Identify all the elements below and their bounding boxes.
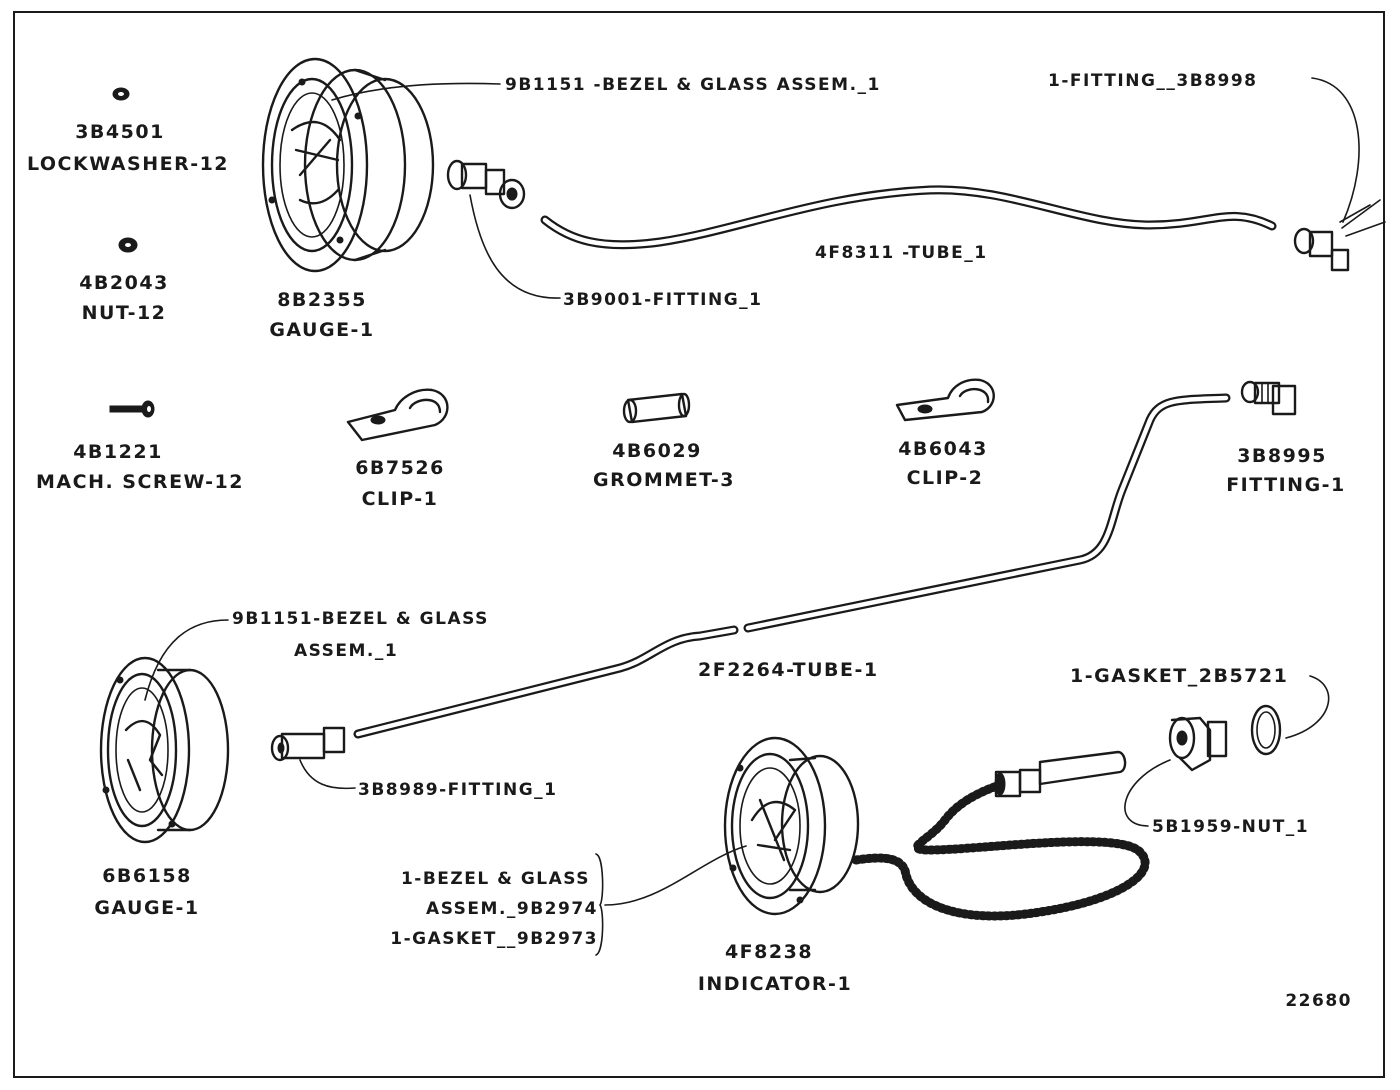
fitting-3b8989-drawing <box>270 726 346 762</box>
gauge-bottom-part-name: GAUGE-1 <box>94 897 199 919</box>
gauge-top-part-name: GAUGE-1 <box>269 319 374 341</box>
clip-6b7526-drawing <box>346 388 449 442</box>
mach-screw-part-number: 4B1221 <box>73 441 163 463</box>
fitting-3b8998-callout: 1-FITTING__3B8998 <box>1048 71 1258 91</box>
grommet-4b6029-part-number: 4B6029 <box>612 440 702 462</box>
bezel-bottom-callout-line1: 9B1151-BEZEL & GLASS <box>232 609 489 629</box>
indicator-bezel-leader <box>604 845 747 906</box>
clip-6b7526-part-name: CLIP-1 <box>362 488 439 510</box>
tube-4f8311-callout: 4F8311 -TUBE_1 <box>815 243 988 263</box>
nut-5b1959-callout: 5B1959-NUT_1 <box>1152 817 1309 837</box>
gasket-2b5721-leader <box>1285 675 1330 739</box>
indicator-bezel-callout-line1: 1-BEZEL & GLASS <box>401 869 590 889</box>
bezel-top-callout: 9B1151 -BEZEL & GLASS ASSEM._1 <box>505 75 881 95</box>
bezel-bottom-leader <box>144 619 229 701</box>
fitting-3b8995-part-number: 3B8995 <box>1237 445 1327 467</box>
grommet-4b6029-drawing <box>622 392 691 424</box>
gauge-top-drawing <box>261 57 435 273</box>
fitting-3b8989-leader <box>299 759 356 790</box>
fitting-3b9001-callout: 3B9001-FITTING_1 <box>563 290 763 310</box>
gauge-bottom-drawing <box>99 656 230 844</box>
fitting-3b8995-part-name: FITTING-1 <box>1226 474 1346 496</box>
indicator-gasket-callout: 1-GASKET__9B2973 <box>390 929 598 949</box>
gasket-2b5721-drawing <box>1250 704 1282 756</box>
mach-screw-drawing <box>109 400 155 418</box>
clip-4b6043-part-number: 4B6043 <box>898 438 988 460</box>
tube-4f8311-drawing <box>540 185 1277 250</box>
fitting-3b8998-leader <box>1311 77 1360 223</box>
fitting-3b9001-leader <box>469 194 561 299</box>
nut-drawing <box>118 237 138 253</box>
indicator-brace <box>595 853 604 956</box>
fitting-3b8989-callout: 3B8989-FITTING_1 <box>358 780 558 800</box>
gauge-top-part-number: 8B2355 <box>277 289 367 311</box>
clip-4b6043-part-name: CLIP-2 <box>907 467 984 489</box>
tube-2f2264-callout: 2F2264-TUBE-1 <box>698 659 879 681</box>
gasket-2b5721-callout: 1-GASKET_2B5721 <box>1070 665 1288 687</box>
nut-part-name: NUT-12 <box>82 302 167 324</box>
indicator-bezel-callout-line2: ASSEM._9B2974 <box>426 899 598 919</box>
lockwasher-drawing <box>112 87 130 101</box>
diagram-border <box>13 11 1385 1078</box>
mach-screw-part-name: MACH. SCREW-12 <box>36 471 244 493</box>
indicator-part-number: 4F8238 <box>725 941 813 963</box>
lockwasher-part-name: LOCKWASHER-12 <box>27 153 229 175</box>
indicator-4f8238-drawing <box>723 736 860 916</box>
clip-6b7526-part-number: 6B7526 <box>355 457 445 479</box>
nut-5b1959-leader <box>1124 759 1171 827</box>
lockwasher-part-number: 3B4501 <box>75 121 165 143</box>
nut-5b1959-drawing <box>1168 716 1228 772</box>
tube-2f2264-drawing <box>353 393 1231 739</box>
indicator-part-name: INDICATOR-1 <box>698 973 852 995</box>
drawing-number: 22680 <box>1285 991 1352 1011</box>
grommet-4b6029-part-name: GROMMET-3 <box>593 469 735 491</box>
fitting-3b9001-drawing <box>446 159 526 210</box>
gauge-bottom-part-number: 6B6158 <box>102 865 192 887</box>
bezel-top-leader <box>331 82 501 101</box>
nut-part-number: 4B2043 <box>79 272 169 294</box>
fitting-3b8998-drawing <box>1293 199 1386 272</box>
indicator-cable-drawing <box>851 750 1150 921</box>
bezel-bottom-callout-line2: ASSEM._1 <box>294 641 398 661</box>
clip-4b6043-drawing <box>895 378 995 422</box>
fitting-3b8995-drawing <box>1240 380 1297 416</box>
